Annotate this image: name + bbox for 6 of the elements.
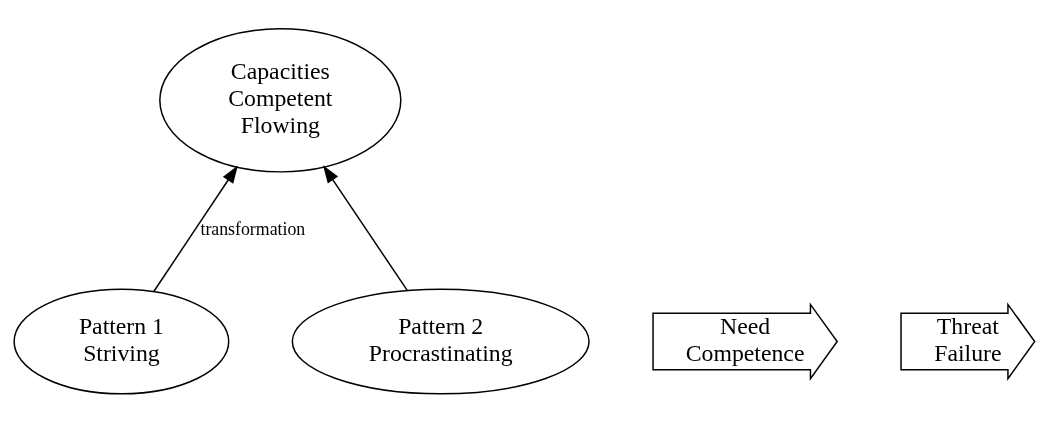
- node-ellipse: Capacities Competent Flowing: [159, 28, 402, 173]
- node-ellipse: Pattern 1 Striving: [13, 288, 230, 395]
- edge-label: transformation: [200, 219, 306, 240]
- node-ellipse: Pattern 2 Procrastinating: [291, 288, 590, 395]
- arrow: [323, 165, 408, 291]
- arrow: [153, 165, 238, 293]
